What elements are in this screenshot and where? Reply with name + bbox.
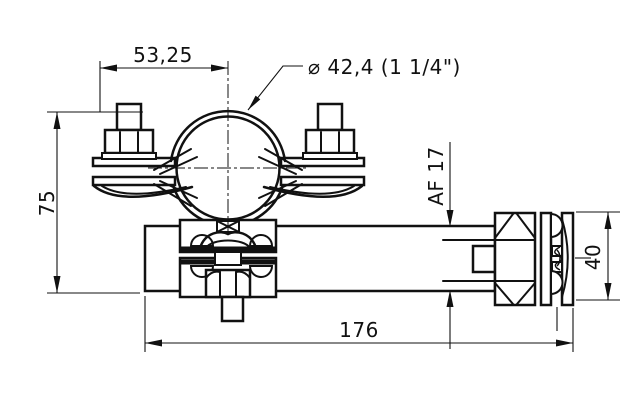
dimension-overall-length: 176 xyxy=(144,296,574,352)
boat-washer-left xyxy=(92,184,194,198)
saddle-assembly xyxy=(178,218,278,323)
dim-label-75: 75 xyxy=(35,190,59,216)
side-clamp-strap-bulge xyxy=(561,218,569,298)
flange-strip-lower-left xyxy=(91,175,177,187)
dim-label-af17: AF 17 xyxy=(424,146,448,206)
dimension-bolt-spacing: 53,25 xyxy=(99,43,228,112)
flange-strip-lower-right xyxy=(279,175,366,187)
dimension-hex-af17: AF 17 xyxy=(424,142,454,349)
saddle-bolt-end xyxy=(220,295,245,323)
centerlines xyxy=(148,61,591,331)
dim-label-176: 176 xyxy=(339,318,379,342)
main-clamp xyxy=(91,102,366,221)
dim-label-40: 40 xyxy=(581,244,605,270)
hex-connector xyxy=(471,211,537,307)
side-clamp-lobe-bottom xyxy=(550,269,564,296)
dim-label-53-25: 53,25 xyxy=(133,43,193,67)
saddle-dome-right xyxy=(248,234,274,247)
saddle-nut-bottom xyxy=(204,268,252,299)
dimension-band-width: 40 xyxy=(576,211,620,301)
saddle-center-tab xyxy=(214,251,242,266)
bolt-stud xyxy=(115,102,143,132)
dim-label-diameter: ⌀ 42,4 (1 1/4") xyxy=(308,55,461,79)
clamp-bolt-left xyxy=(101,102,157,160)
clamp-bolt-right xyxy=(302,102,358,160)
boat-washer-right xyxy=(262,184,364,198)
side-clamp-lobe-top xyxy=(550,212,564,239)
stud-head xyxy=(471,244,497,274)
bolt-nut xyxy=(103,128,155,155)
bolt-washer xyxy=(101,152,157,160)
dimension-pipe-diameter: ⌀ 42,4 (1 1/4") xyxy=(247,55,461,111)
stamped-logo-mark xyxy=(554,246,563,271)
dimension-height: 75 xyxy=(35,111,143,294)
side-view-clamp xyxy=(539,211,575,307)
bolt-stud xyxy=(316,102,344,132)
side-clamp-plate-left xyxy=(539,211,553,307)
strap-junctions xyxy=(153,148,303,207)
bolt-nut xyxy=(304,128,356,155)
bolt-washer xyxy=(302,152,358,160)
